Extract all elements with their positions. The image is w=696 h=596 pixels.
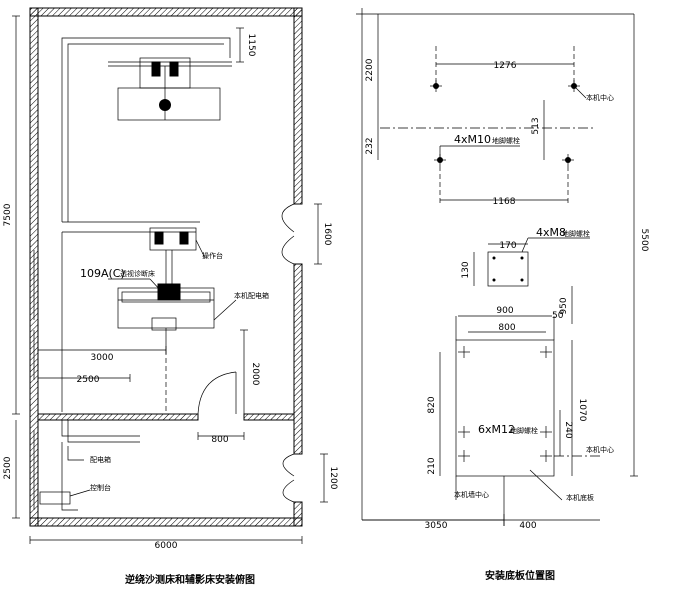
dim-210: 210 <box>427 457 437 474</box>
bolts-m12-sfx: 地脚螺栓 <box>510 426 538 435</box>
dim-6000: 6000 <box>155 541 178 551</box>
label-console: 操作台 <box>202 251 223 260</box>
wall-bottom <box>29 517 303 527</box>
dim-513: 513 <box>531 117 541 134</box>
wall-right-middle <box>293 263 303 455</box>
dim-7500: 7500 <box>3 203 13 226</box>
dim-400: 400 <box>519 521 536 531</box>
upper-machine <box>108 57 232 121</box>
dim-1200: 1200 <box>328 467 338 490</box>
model-label: 109A(C) <box>80 267 125 280</box>
model-suffix: 透视诊断床 <box>120 269 155 278</box>
bolts-m10-sfx: 地脚螺栓 <box>492 136 520 145</box>
label-box: 配电箱 <box>90 455 111 464</box>
label-wall-center: 本机墙中心 <box>454 490 489 499</box>
dim-2200: 2200 <box>365 58 375 81</box>
dim-2500-vertical: 2500 <box>3 456 13 479</box>
dim-3050: 3050 <box>425 521 448 531</box>
wall-right-upper <box>293 7 303 205</box>
dim-240: 240 <box>563 421 573 438</box>
label-distribution: 本机配电箱 <box>234 291 269 300</box>
dim-50: 50 <box>552 311 564 321</box>
dim-820: 820 <box>427 396 437 413</box>
dim-800-right: 800 <box>498 323 515 333</box>
dim-3000: 3000 <box>91 353 114 363</box>
dim-2500-horizontal: 2500 <box>77 375 100 385</box>
right-caption: 安装底板位置图 <box>485 569 555 582</box>
left-caption: 逆绕沙测床和辅影床安装俯图 <box>125 573 255 586</box>
label-control: 控制台 <box>90 483 111 492</box>
dim-1150: 1150 <box>246 34 256 57</box>
main-machine <box>117 227 215 350</box>
partition-right <box>243 413 295 421</box>
bolts-m12: 6xM12 <box>478 423 515 436</box>
left-floor-plan: 1150 7500 2500 1600 <box>3 7 338 586</box>
label-center-2: 本机中心 <box>586 445 614 454</box>
bolts-m8-sfx: 地脚螺栓 <box>562 229 590 238</box>
dim-1168: 1168 <box>493 197 516 207</box>
dim-232: 232 <box>365 137 375 154</box>
wall-top <box>29 7 303 17</box>
label-floor-plate: 本机底板 <box>566 493 594 502</box>
dim-1276: 1276 <box>494 61 517 71</box>
dim-170: 170 <box>499 241 516 251</box>
dim-5500: 5500 <box>639 229 649 252</box>
dim-950: 950 <box>559 297 569 314</box>
label-center-1: 本机中心 <box>586 93 614 102</box>
dim-900: 900 <box>496 306 513 316</box>
small-plate <box>487 251 529 287</box>
dim-1070: 1070 <box>577 399 587 422</box>
dim-2000: 2000 <box>250 363 260 386</box>
large-plate <box>455 339 555 477</box>
partition-left <box>37 413 199 421</box>
right-floor-plan: 2200 232 5500 1276 本机中心 513 4xM10 地脚螺栓 <box>356 8 649 582</box>
dim-130: 130 <box>461 261 471 278</box>
dim-800: 800 <box>211 435 228 445</box>
bolts-m8: 4xM8 <box>536 226 566 239</box>
dim-1600: 1600 <box>322 223 332 246</box>
m12-bolts <box>458 346 552 462</box>
bolts-m10: 4xM10 <box>454 133 491 146</box>
